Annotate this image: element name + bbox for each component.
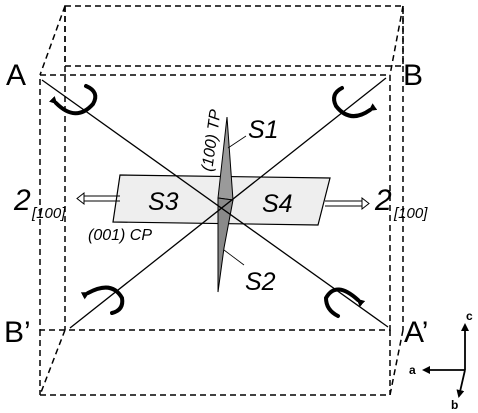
cube-edge	[389, 5, 404, 76]
twofold-arrow-right	[325, 196, 370, 211]
twofold-arrow-left	[76, 191, 120, 206]
cube-edge	[39, 329, 66, 396]
cube-edges	[39, 5, 404, 396]
axis-a-label: a	[409, 363, 416, 377]
sector-label-s3: S3	[148, 188, 179, 216]
s1-leader	[227, 135, 247, 149]
rotation-arrow-b-icon	[332, 86, 378, 118]
sector-label-s1: S1	[248, 116, 279, 144]
s2-leader	[223, 249, 245, 266]
corner-label-a-prime: A’	[404, 316, 428, 349]
corner-label-b-prime: B’	[4, 316, 31, 349]
crystal-axes: c a b	[409, 309, 473, 412]
sector-label-s4: S4	[262, 190, 293, 218]
axis-b-label: b	[451, 398, 458, 412]
rotation-arrow-a-icon	[48, 84, 98, 116]
twin-plane-lower	[217, 197, 234, 293]
axis-a-a-prime	[41, 79, 389, 328]
cube-front-face	[39, 74, 391, 331]
twofold-left-index: [100]	[31, 205, 66, 222]
composition-plane-label: (001) CP	[88, 227, 152, 244]
cube-top-back	[64, 5, 404, 67]
twofold-right-index: [100]	[393, 205, 428, 222]
cube-edge	[389, 329, 404, 396]
axis-c-label: c	[466, 309, 473, 323]
corner-label-b: B	[403, 59, 423, 92]
twofold-right-symbol: 2	[374, 184, 392, 217]
corner-label-a: A	[6, 59, 26, 92]
rotation-arrow-b-prime-icon	[80, 285, 125, 315]
rotation-arrow-a-prime-icon	[323, 287, 366, 318]
axis-b-b-prime	[69, 77, 387, 329]
sector-label-s2: S2	[245, 268, 276, 296]
twin-plane-label: (100) TP	[199, 108, 225, 172]
cube-edge	[39, 5, 66, 76]
twofold-left-symbol: 2	[13, 184, 31, 217]
axis-b-arrow	[456, 369, 466, 398]
